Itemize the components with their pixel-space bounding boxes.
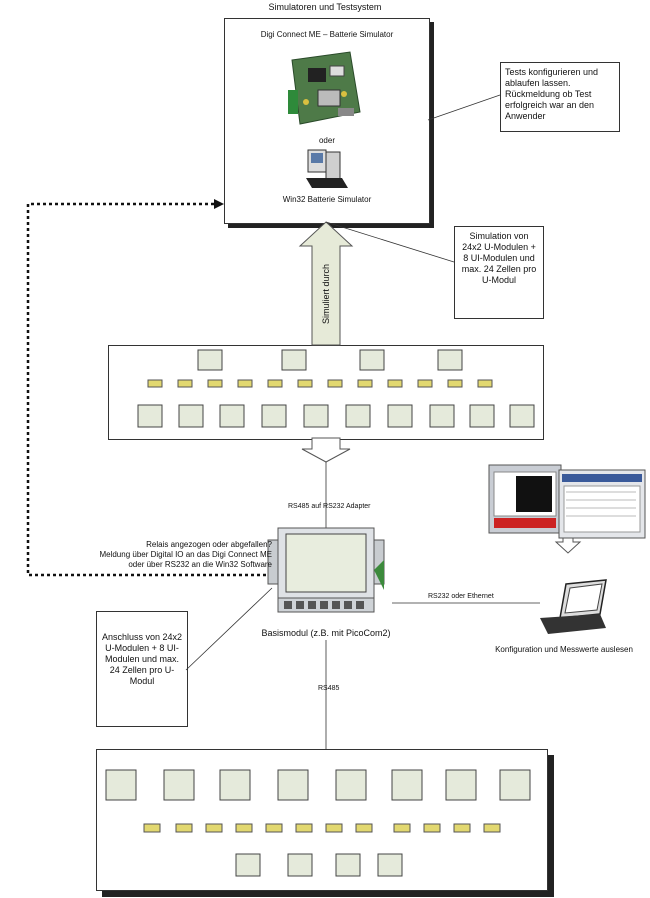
config-label: Konfiguration und Messwerte auslesen xyxy=(495,645,633,654)
win32-label: Win32 Batterie Simulator xyxy=(282,195,372,204)
or-label: oder xyxy=(318,136,335,145)
simulation-note: Simulation von 24x2 U-Modulen + 8 UI-Mod… xyxy=(454,226,544,319)
middle-cells xyxy=(147,379,493,388)
simulator-box xyxy=(224,18,430,224)
rs485-label: RS485 xyxy=(318,685,340,692)
down-arrow-middle xyxy=(301,437,351,463)
tests-note: Tests konfigurieren und ablaufen lassen.… xyxy=(500,62,620,132)
digi-board-image xyxy=(288,50,364,128)
rs232-ethernet-label: RS232 oder Ethernet xyxy=(428,593,494,600)
computer-icon xyxy=(302,148,350,192)
laptop-icon xyxy=(540,579,607,634)
relay-label: Relais angezogen oder abgefallen? Meldun… xyxy=(99,540,272,569)
basismodul-label: Basismodul (z.B. mit PicoCom2) xyxy=(261,628,391,638)
basismodul-device xyxy=(267,527,385,613)
software-screenshots xyxy=(488,464,646,539)
bottom-bottom-modules xyxy=(235,853,403,877)
bottom-cells xyxy=(143,823,501,833)
middle-bottom-modules xyxy=(137,404,535,428)
middle-top-modules xyxy=(197,349,463,371)
bottom-top-modules xyxy=(105,769,531,801)
simulated-by-label: Simuliert durch xyxy=(321,263,331,325)
simulated-by-arrow xyxy=(298,221,354,346)
connection-note: Anschluss von 24x2 U-Modulen + 8 UI-Modu… xyxy=(96,611,188,727)
rs485-adapter-label: RS485 auf RS232 Adapter xyxy=(288,503,371,510)
simulator-title: Digi Connect ME – Batterie Simulator xyxy=(260,30,394,39)
diagram-title: Simulatoren und Testsystem xyxy=(268,2,382,12)
feedback-dotted-arrow xyxy=(26,202,266,577)
